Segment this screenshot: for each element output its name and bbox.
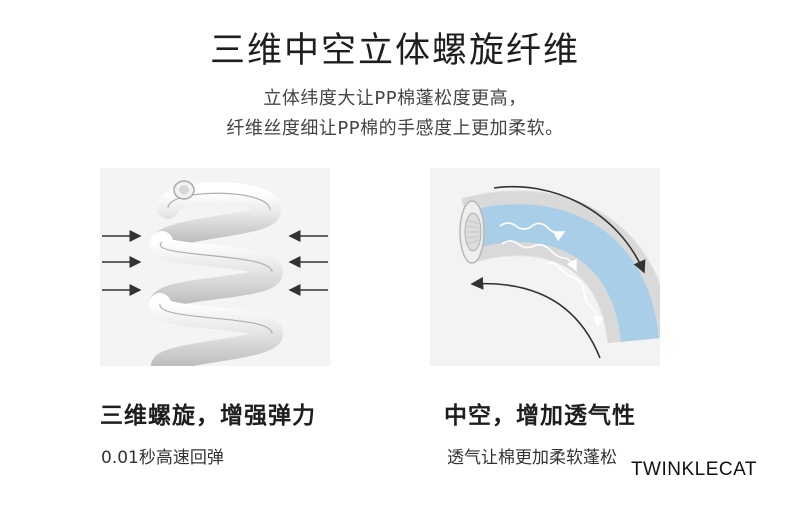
- spiral-fiber-panel: [100, 168, 330, 366]
- subtitle-line-1: 立体纬度大让PP棉蓬松度更高，: [263, 88, 527, 109]
- feature-desc-hollow: 透气让棉更加柔软蓬松: [447, 448, 617, 468]
- spiral-fiber-icon: [100, 168, 330, 366]
- brand-watermark: TWINKLECAT: [630, 459, 757, 480]
- hollow-fiber-icon: [459, 185, 660, 359]
- feature-title-spiral: 三维螺旋，增强弹力: [100, 403, 316, 429]
- subtitle-line-2: 纤维丝度细让PP棉的手感度上更加柔软。: [226, 118, 564, 139]
- hollow-fiber-panel: [430, 168, 660, 366]
- feature-title-hollow: 中空，增加透气性: [444, 403, 636, 429]
- page-title: 三维中空立体螺旋纤维: [209, 31, 580, 71]
- feature-desc-spiral: 0.01秒高速回弹: [101, 448, 224, 468]
